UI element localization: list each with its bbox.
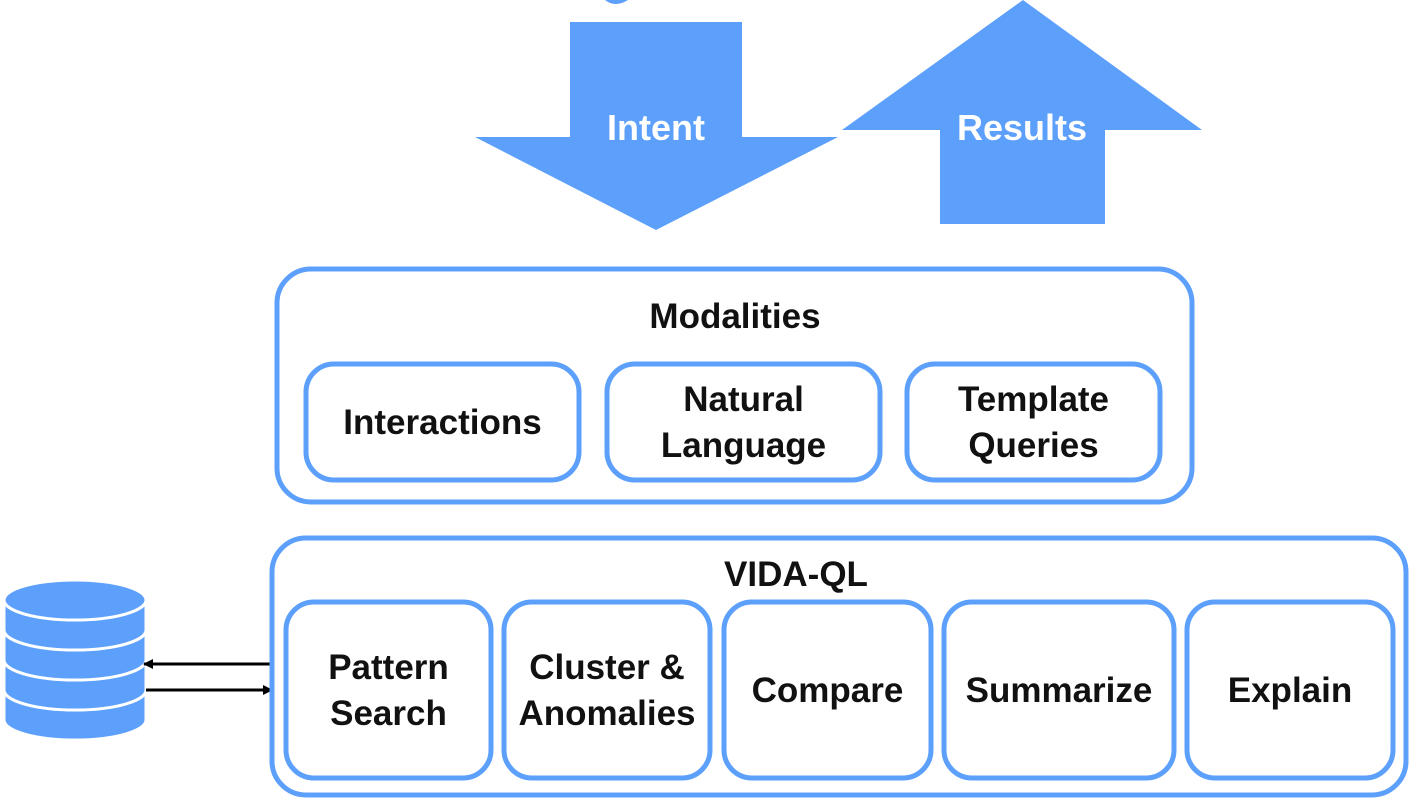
results-arrow-shape <box>842 0 1202 224</box>
intent-arrow-shape <box>475 22 838 230</box>
vidaql-op-compare-label: Compare <box>752 671 904 710</box>
vidaql-op-summarize: Summarize <box>941 599 1177 781</box>
vidaql-op-cluster-and-anomalies: Cluster & Anomalies <box>501 599 713 781</box>
modalities-panel: Modalities InteractionsNaturalLanguageTe… <box>274 266 1195 505</box>
vidaql-op-compare: Compare <box>721 599 934 781</box>
modality-natural-language-label: Natural <box>683 380 804 419</box>
intent-arrow: Intent <box>475 22 838 230</box>
vidaql-op-cluster-and-anomalies-label: Cluster & <box>529 648 685 687</box>
vidaql-op-pattern-search-label: Pattern <box>328 648 449 687</box>
vidaql-op-pattern-search-box <box>283 599 494 781</box>
modalities-title: Modalities <box>649 297 820 336</box>
vidaql-op-summarize-label: Summarize <box>966 671 1153 710</box>
vidaql-op-explain-box <box>1184 599 1396 781</box>
vidaql-op-cluster-and-anomalies-box <box>501 599 713 781</box>
modality-template-queries-label: Queries <box>968 426 1098 465</box>
intent-label: Intent <box>607 107 705 148</box>
db-connectors <box>143 659 273 695</box>
modality-interactions-label: Interactions <box>343 403 541 442</box>
vidaql-op-explain: Explain <box>1184 599 1396 781</box>
vidaql-op-compare-box <box>721 599 934 781</box>
vidaql-title: VIDA-QL <box>724 555 868 594</box>
modality-interactions: Interactions <box>303 361 582 483</box>
modality-natural-language-label: Language <box>661 426 826 465</box>
database-top <box>2 578 148 622</box>
vidaql-op-explain-label: Explain <box>1228 671 1352 710</box>
vidaql-op-summarize-box <box>941 599 1177 781</box>
vidaql-op-cluster-and-anomalies-label: Anomalies <box>519 694 696 733</box>
modality-template-queries-label: Template <box>958 380 1109 419</box>
modality-template-queries-box <box>904 361 1163 483</box>
top-cropped-shape <box>605 0 628 4</box>
modality-interactions-box <box>303 361 582 483</box>
vidaql-op-pattern-search-label: Search <box>330 694 447 733</box>
results-arrow: Results <box>842 0 1202 224</box>
modality-natural-language-box <box>604 361 883 483</box>
database-icon <box>2 578 148 742</box>
results-label: Results <box>957 107 1087 148</box>
